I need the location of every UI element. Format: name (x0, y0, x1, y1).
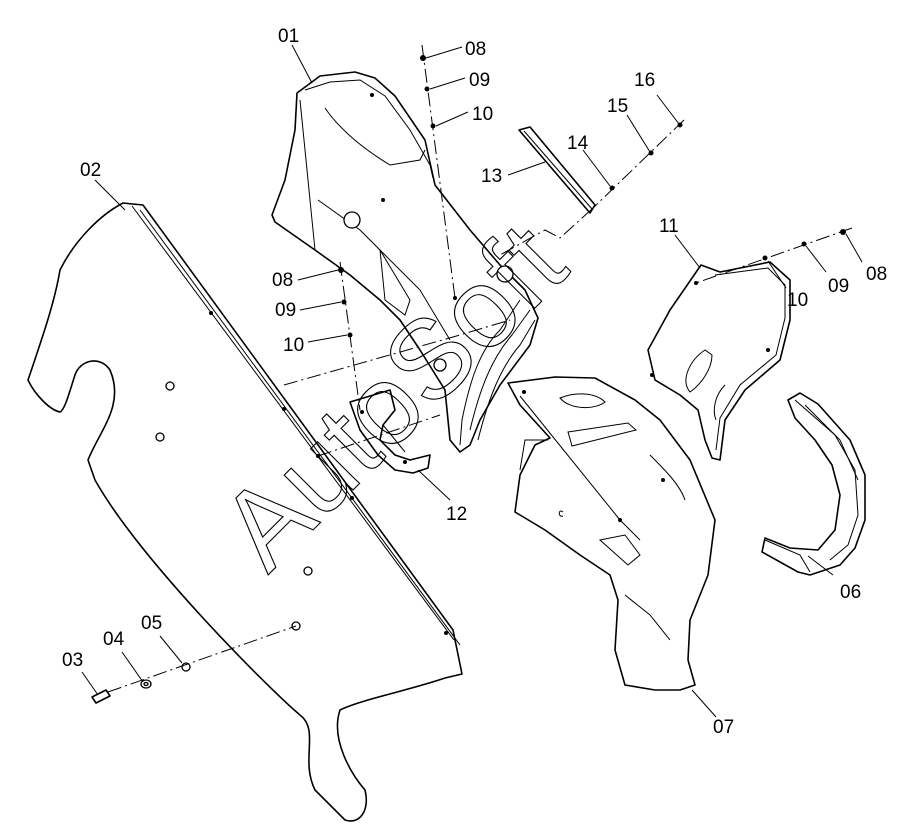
callout-15: 15 (607, 96, 628, 117)
callout-02: 02 (80, 160, 101, 181)
bolt-03 (91, 689, 111, 704)
callout-09-right: 09 (828, 276, 849, 297)
fasteners-03-04-05 (91, 625, 297, 704)
callout-08-left: 08 (272, 270, 293, 291)
callout-09-top: 09 (469, 70, 490, 91)
callout-09-left: 09 (275, 300, 296, 321)
callout-14: 14 (567, 133, 589, 154)
callout-10-left: 10 (283, 335, 304, 356)
callout-13: 13 (481, 166, 502, 187)
leader-lines (81, 44, 863, 718)
callout-04: 04 (103, 629, 125, 650)
callout-05: 05 (141, 613, 162, 634)
fastener-stack-top (420, 44, 456, 299)
fastener-stack-right (695, 227, 853, 284)
callout-07: 07 (713, 717, 734, 738)
callout-10-top: 10 (472, 104, 493, 125)
callout-12: 12 (446, 504, 467, 525)
panel-hole (155, 432, 165, 442)
fastener-stack-left (338, 261, 361, 411)
callout-08-top: 08 (465, 39, 486, 60)
part-11-side-bracket (647, 261, 791, 461)
callout-06: 06 (840, 582, 861, 603)
part-07-lower-housing (507, 376, 716, 691)
callout-01: 01 (278, 26, 299, 47)
callout-03: 03 (62, 650, 83, 671)
panel-hole (303, 566, 313, 576)
assembly-centerlines (283, 208, 593, 457)
callout-16: 16 (634, 70, 655, 91)
callout-labels: 01 02 03 04 05 06 07 08 09 10 08 09 10 0… (62, 26, 887, 738)
part-06-curved-guard (761, 392, 866, 576)
callout-08-right: 08 (866, 264, 887, 285)
callout-10-right: 10 (787, 290, 808, 311)
part-02-side-panel (27, 202, 463, 822)
panel-hole (165, 381, 175, 391)
part-12-bracket (349, 389, 431, 474)
callout-11: 11 (659, 216, 679, 237)
part-13-plate (518, 126, 596, 214)
part-01-upper-housing (271, 71, 539, 453)
